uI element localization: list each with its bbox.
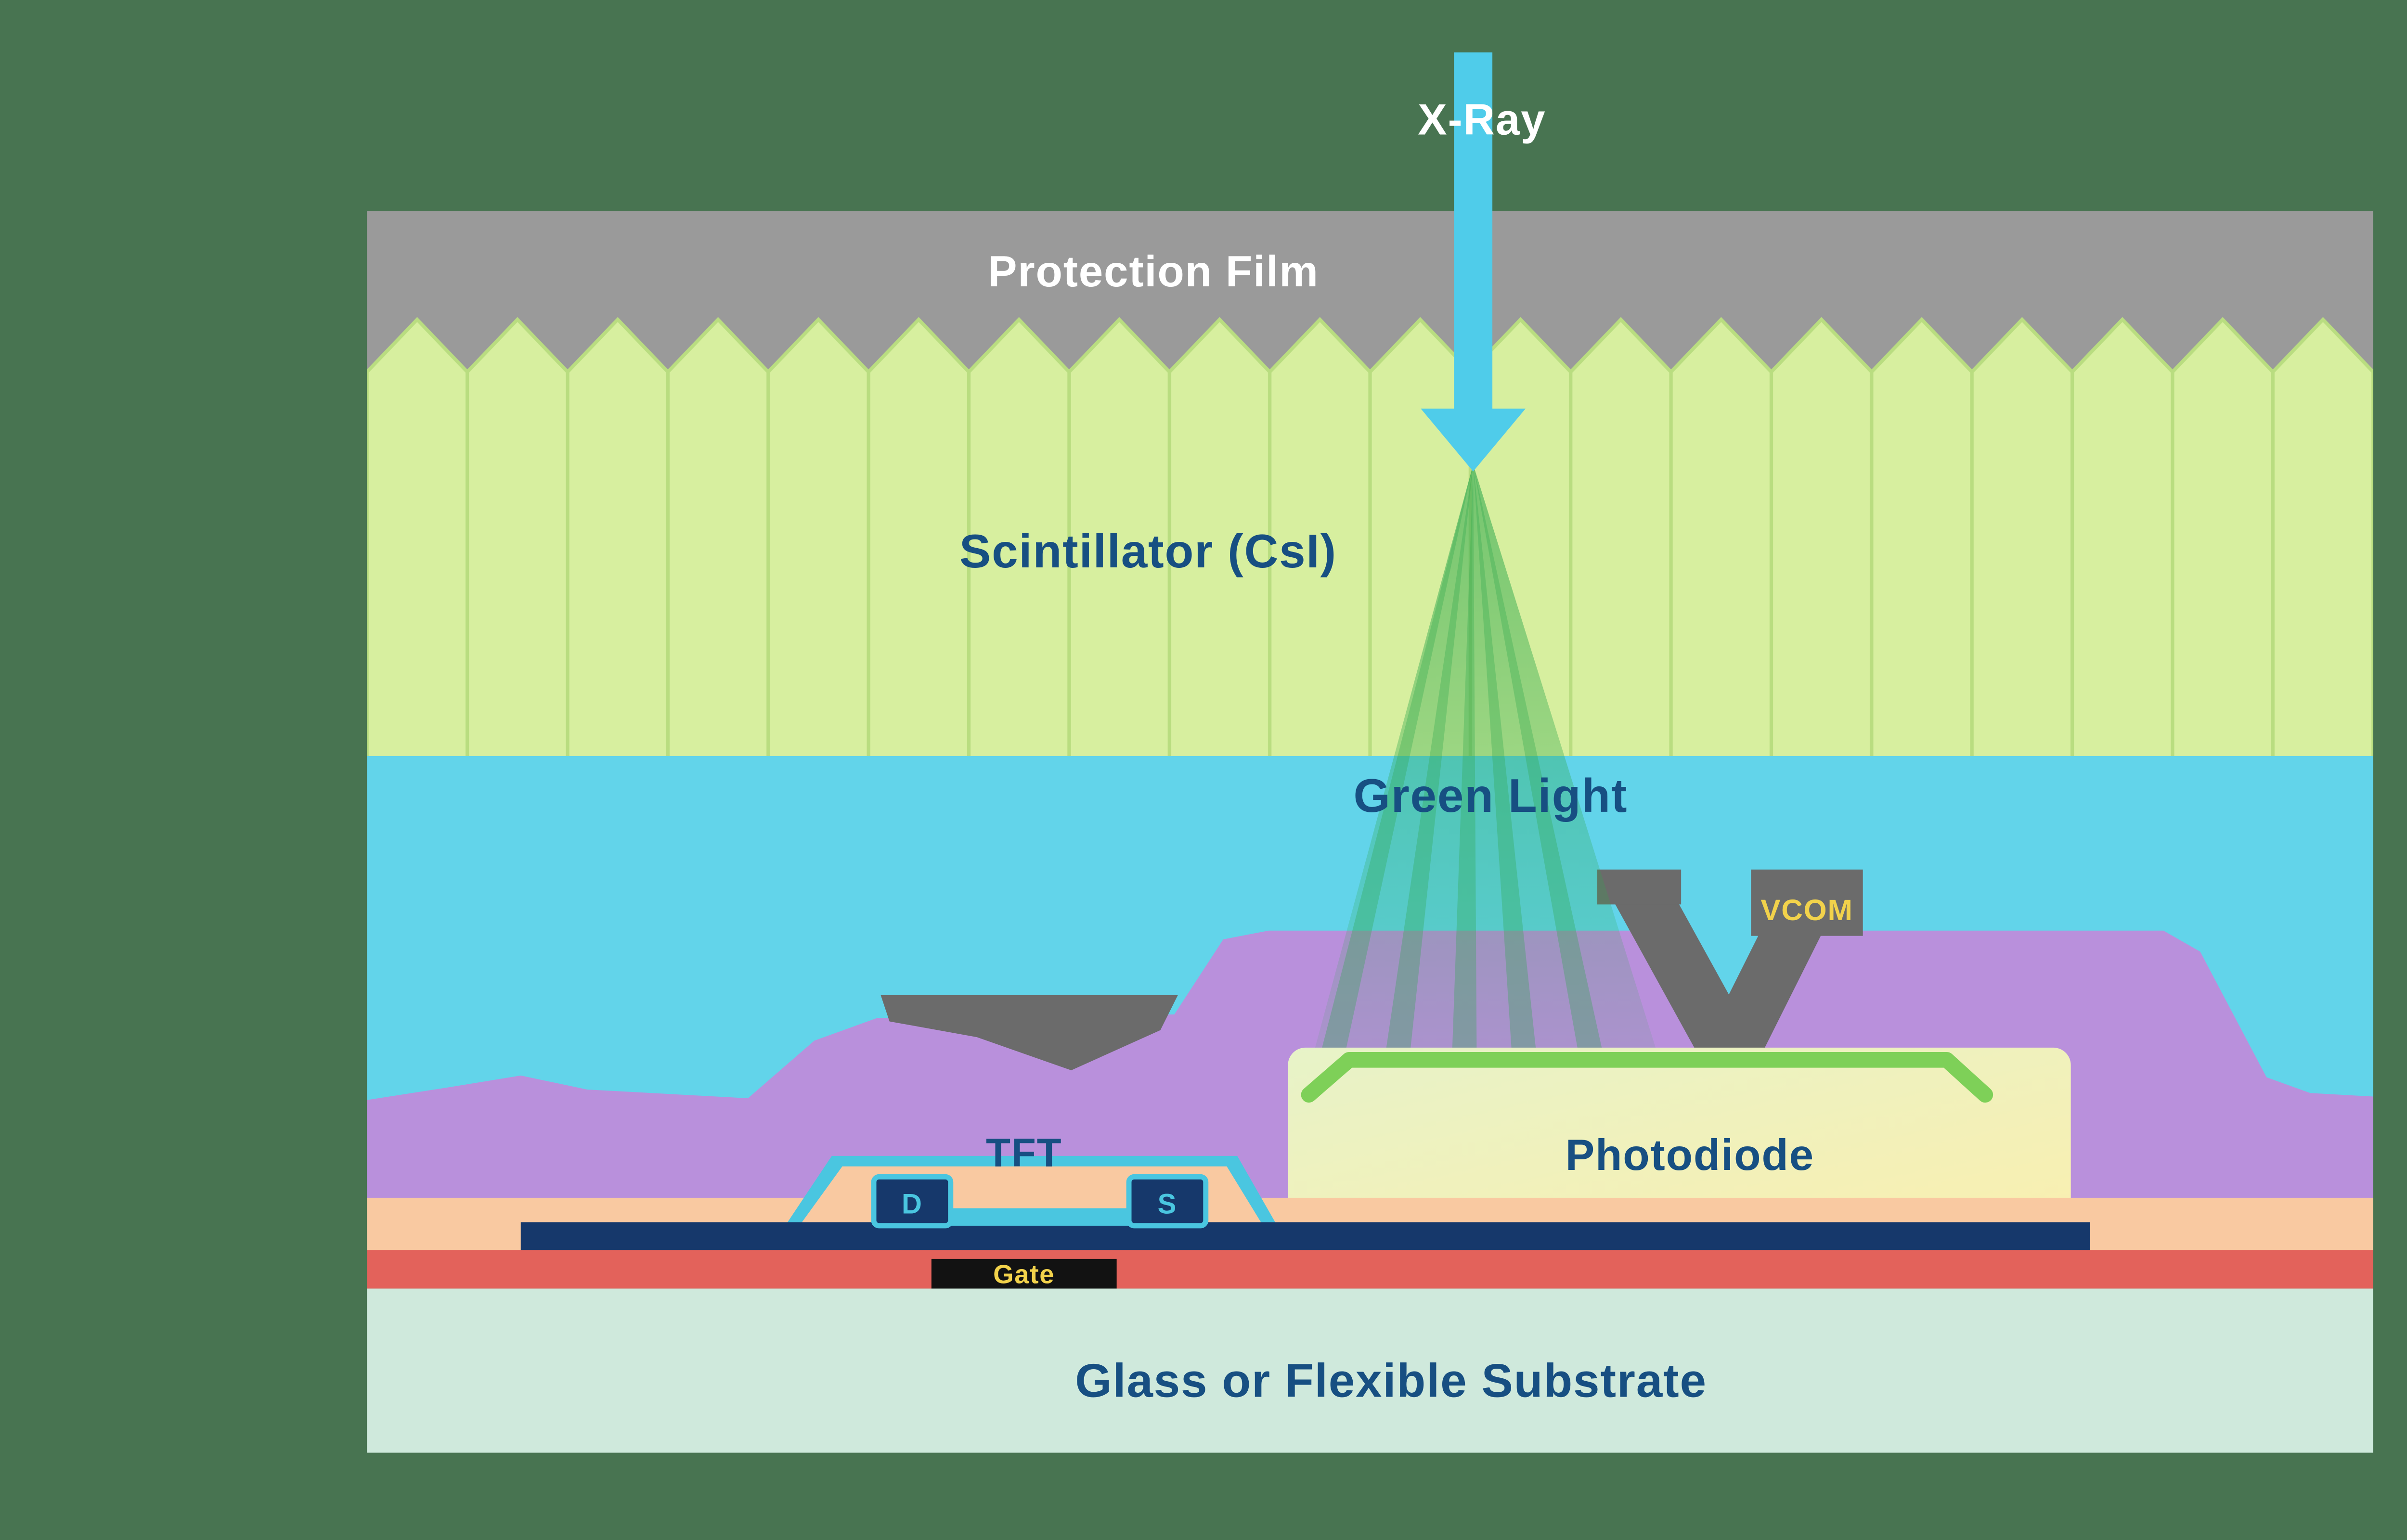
protection-film-label: Protection Film: [988, 247, 1319, 296]
vcom-label: VCOM: [1760, 894, 1853, 927]
green-light-ray: [1321, 464, 1474, 1052]
tft-channel: [950, 1208, 1129, 1226]
xray-arrow-shaft: [1454, 52, 1493, 412]
photodiode-body: [1288, 1047, 2071, 1222]
gate-insulator-layer: [367, 1250, 2373, 1289]
green-light-cone: [1314, 464, 1657, 1052]
photodiode-top-contact: [1301, 1052, 1993, 1103]
gate-electrode: [931, 1258, 1117, 1289]
substrate-label: Glass or Flexible Substrate: [1075, 1354, 1707, 1407]
green-light-label: Green Light: [1354, 769, 1628, 822]
green-light-ray: [1452, 464, 1477, 1052]
vcom-electrode-cap-left: [1597, 869, 1682, 905]
gate-label: Gate: [993, 1260, 1055, 1289]
green-light-ray: [1473, 464, 1603, 1052]
scintillator-label: Scintillator (CsI): [959, 525, 1337, 578]
photodiode-label: Photodiode: [1566, 1131, 1814, 1180]
metal-line-layer: [520, 1222, 2090, 1250]
xray-arrow-head: [1421, 408, 1526, 472]
green-light-ray: [1473, 464, 1536, 1052]
substrate-layer: [367, 1288, 2373, 1453]
xray-label: X-Ray: [1418, 95, 1546, 144]
tft-source-electrode: [1126, 1174, 1209, 1229]
tft-label: TFT: [986, 1130, 1062, 1175]
source-label: S: [1158, 1189, 1178, 1220]
vcom-electrode-cap-right: [1751, 869, 1863, 936]
top-electrode-left: [880, 995, 1178, 1071]
tft-drain-electrode: [871, 1174, 954, 1229]
drain-label: D: [902, 1189, 923, 1220]
scintillator-layer: [367, 316, 2373, 756]
